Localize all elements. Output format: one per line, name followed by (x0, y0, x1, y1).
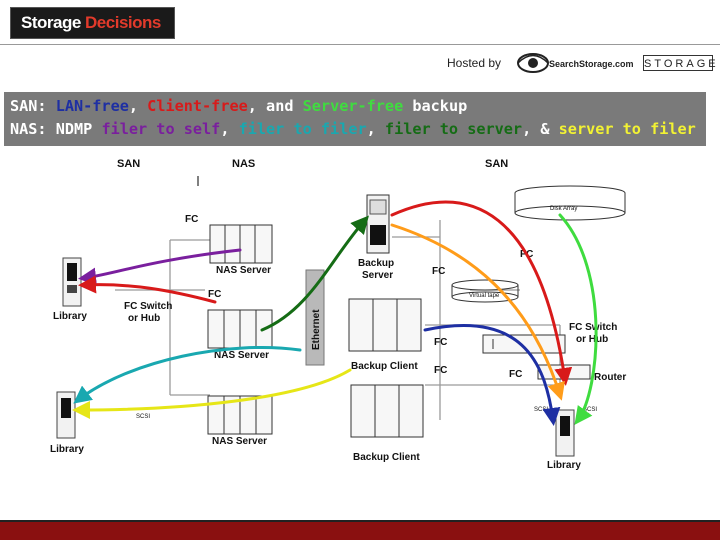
banner-segment: filer to self (101, 120, 221, 138)
fc-label-7: FC (509, 369, 522, 380)
backup-client-1 (348, 298, 422, 352)
arrow-filer-to-filer-red (78, 275, 217, 304)
nas-server-label-1: NAS Server (216, 265, 271, 276)
ethernet-label: Ethernet (311, 309, 322, 350)
backup-server-label-2: Server (362, 270, 393, 281)
arrow-filer-to-server (260, 215, 369, 332)
library-label-left-bottom: Library (50, 444, 84, 455)
arrow-server-free (558, 213, 598, 425)
section-label-nas: NAS (232, 158, 255, 170)
library-label-right: Library (547, 460, 581, 471)
header-divider (0, 44, 720, 45)
fc-label-1: FC (185, 214, 198, 225)
backup-client-label-2: Backup Client (353, 452, 420, 463)
virtual-tape-label: Virtual tape (469, 293, 500, 299)
banner-segment: NAS: NDMP (10, 120, 102, 138)
tape-library-left-bottom (56, 391, 76, 439)
arrow-client-free (390, 200, 573, 386)
router-label: Router (594, 372, 626, 383)
banner-segment: LAN-free (55, 97, 129, 115)
fc-label-2: FC (208, 289, 221, 300)
banner-line-san: SAN: LAN-free, Client-free, and Server-f… (10, 97, 467, 115)
banner-segment: filer to server (384, 120, 523, 138)
banner-segment: , (366, 120, 385, 138)
virtual-tape (451, 279, 519, 303)
searchstorage-eye-icon (517, 53, 549, 73)
hosted-by-label: Hosted by (447, 56, 502, 70)
banner-segment: server to filer (558, 120, 696, 138)
backup-client-2 (350, 384, 424, 438)
logo-word-storage: Storage (21, 13, 81, 32)
fc-switch-label-left-1: FC Switch (124, 301, 172, 312)
disk-array (514, 185, 626, 221)
searchstorage-logo: SearchStorage.com (549, 59, 634, 69)
banner-segment: Client-free (147, 97, 248, 115)
tape-library-right (555, 409, 575, 457)
scsi-label-right-1: SCSI (534, 407, 548, 413)
fc-switch-right (482, 334, 566, 354)
storage-magazine-logo: STORAGE (643, 55, 716, 71)
fc-label-5: FC (434, 365, 447, 376)
nas-server-label-3: NAS Server (212, 436, 267, 447)
storage-decisions-logo: Storage Decisions (10, 7, 175, 39)
fc-switch-label-left-2: or Hub (128, 313, 160, 324)
fc-label-4: FC (434, 337, 447, 348)
header-bar: Storage Decisions (0, 0, 720, 48)
banner-segment: , (220, 120, 239, 138)
arrow-filer-to-filer (73, 345, 302, 404)
fc-switch-label-right-2: or Hub (576, 334, 608, 345)
banner-segment: backup (403, 97, 468, 115)
tape-library-left-top (62, 257, 82, 307)
data-flow-arrows (72, 200, 598, 426)
connection-lines (115, 220, 561, 420)
nas-server-label-2: NAS Server (214, 350, 269, 361)
arrow-server-to-filer (72, 368, 352, 419)
title-banner: SAN: LAN-free, Client-free, and Server-f… (4, 92, 706, 146)
scsi-label-left: SCSI (136, 414, 150, 420)
banner-line-nas: NAS: NDMP filer to self, filer to filer,… (10, 120, 696, 138)
backup-server-label-1: Backup (358, 258, 394, 269)
disk-array-label: Disk Array (550, 206, 577, 212)
footer-bar (0, 522, 720, 540)
backup-client-label-1: Backup Client (351, 361, 418, 372)
banner-segment: , and (247, 97, 303, 115)
banner-segment: , (128, 97, 148, 115)
footer-divider (0, 520, 720, 522)
fc-label-3: FC (432, 266, 445, 277)
banner-segment: filer to filer (238, 120, 367, 138)
banner-segment: SAN: (10, 97, 56, 115)
section-label-san-left: SAN (117, 158, 140, 170)
nas-server-1 (209, 224, 273, 264)
section-label-san-right: SAN (485, 158, 508, 170)
backup-server (366, 194, 390, 254)
fc-switch-label-right-1: FC Switch (569, 322, 617, 333)
logo-word-decisions: Decisions (85, 13, 161, 32)
banner-segment: Server-free (302, 97, 404, 115)
library-label-left-top: Library (53, 311, 87, 322)
banner-segment: , & (522, 120, 559, 138)
arrow-server-free-orange (390, 223, 565, 401)
